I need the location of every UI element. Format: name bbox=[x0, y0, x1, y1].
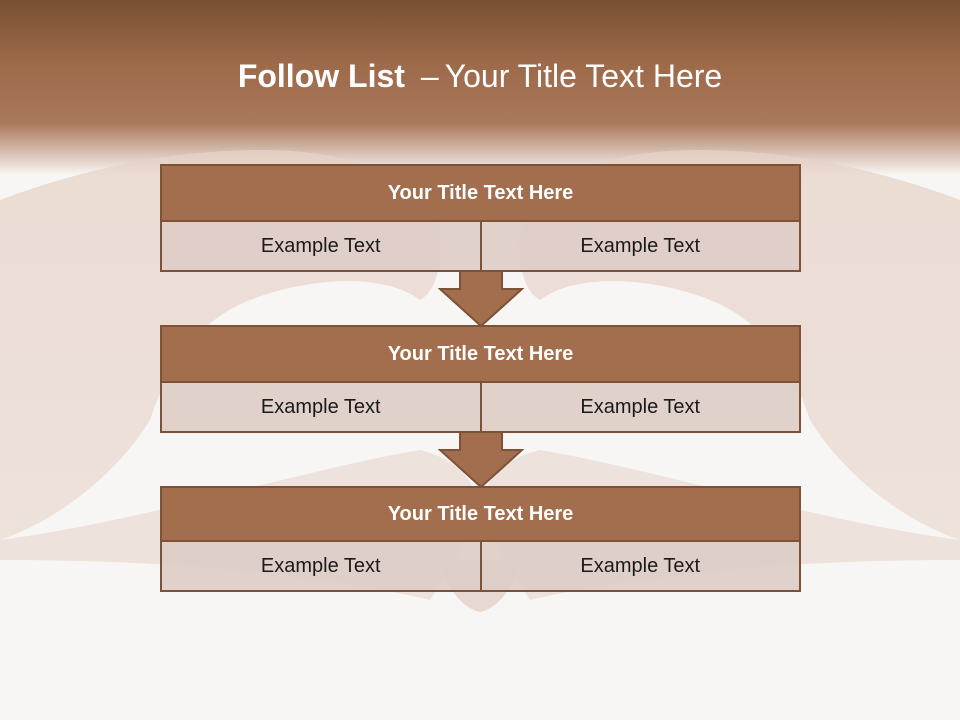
block-cell-right: Example Text bbox=[479, 222, 799, 270]
block-cell-left: Example Text bbox=[162, 222, 480, 270]
block-cell-right: Example Text bbox=[479, 542, 799, 590]
block-cell-left: Example Text bbox=[162, 542, 480, 590]
block-title: Your Title Text Here bbox=[160, 164, 801, 222]
block-title: Your Title Text Here bbox=[160, 486, 801, 542]
header-band bbox=[0, 0, 960, 175]
block-row: Example Text Example Text bbox=[160, 222, 801, 272]
down-arrow-icon bbox=[438, 270, 524, 328]
follow-block-3: Your Title Text Here Example Text Exampl… bbox=[160, 486, 801, 592]
title-bold: Follow List bbox=[237, 58, 405, 94]
down-arrow-icon bbox=[438, 431, 524, 489]
block-cell-left: Example Text bbox=[162, 383, 480, 431]
block-cell-right: Example Text bbox=[479, 383, 799, 431]
block-row: Example Text Example Text bbox=[160, 383, 801, 433]
follow-block-1: Your Title Text Here Example Text Exampl… bbox=[160, 164, 801, 272]
block-row: Example Text Example Text bbox=[160, 542, 801, 592]
title-separator: – bbox=[420, 58, 439, 94]
title-rest: Your Title Text Here bbox=[444, 58, 723, 94]
follow-block-2: Your Title Text Here Example Text Exampl… bbox=[160, 325, 801, 433]
slide-title: Follow List–Your Title Text Here bbox=[0, 52, 960, 100]
block-title: Your Title Text Here bbox=[160, 325, 801, 383]
